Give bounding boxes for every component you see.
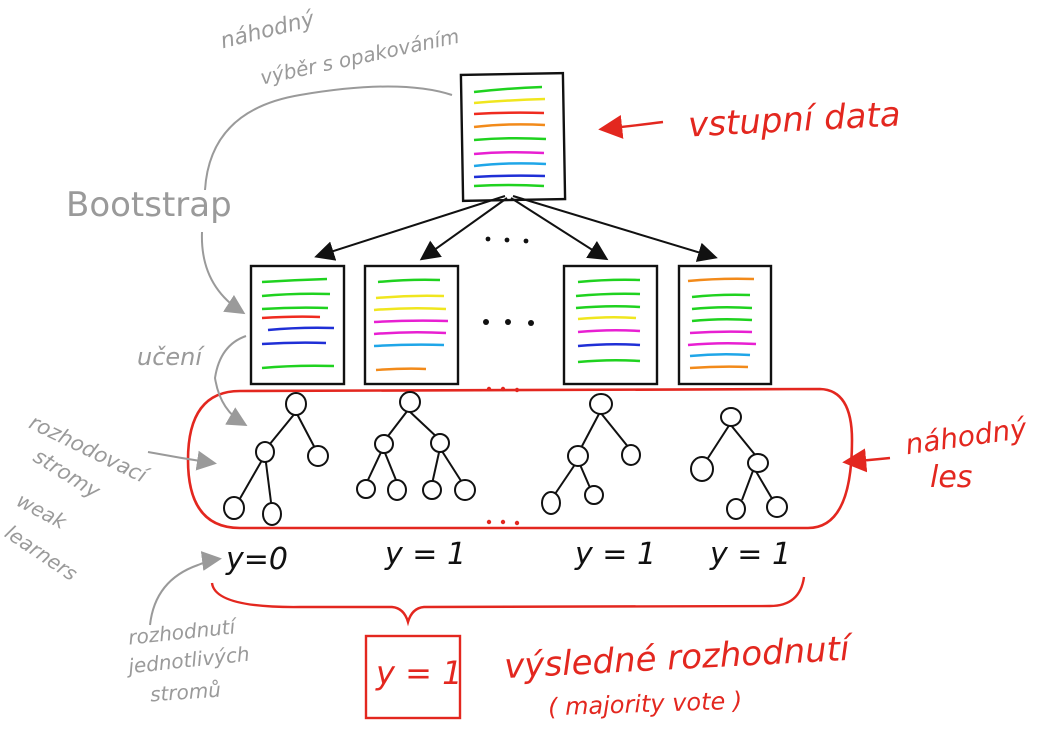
sample-sheet-4 [677,264,773,386]
final-result-value: y = 1 [376,654,463,692]
forest-enclosure [186,387,854,530]
sample-sheet-3 [562,264,659,386]
decision-tree-4 [690,407,788,520]
vote-tree-3: y = 1 [575,537,657,572]
ellipsis-dots-red-bottom [486,519,520,526]
sample-sheet-1 [249,264,346,386]
random-forest-label-line2: les [930,460,973,495]
ellipsis-dots-top [485,236,529,244]
bootstrap-arrows [314,195,718,262]
gray-arrows [147,85,453,626]
final-result-box [364,634,462,720]
sample-sheet-2 [363,264,460,386]
decision-tree-1 [223,392,329,526]
vote-tree-4: y = 1 [710,537,792,572]
decision-tree-2 [356,391,476,501]
decision-tree-3 [541,393,641,515]
ellipsis-dots-middle [483,319,534,326]
bootstrap-label: Bootstrap [66,185,232,225]
votes-brace [210,576,806,627]
individual-decisions-line3: stromů [149,677,222,707]
vote-tree-2: y = 1 [385,537,467,572]
input-data-sheet [459,71,567,203]
learning-label: učení [137,343,203,371]
red-arrows [598,115,891,473]
vote-tree-1: y=0 [226,542,288,577]
